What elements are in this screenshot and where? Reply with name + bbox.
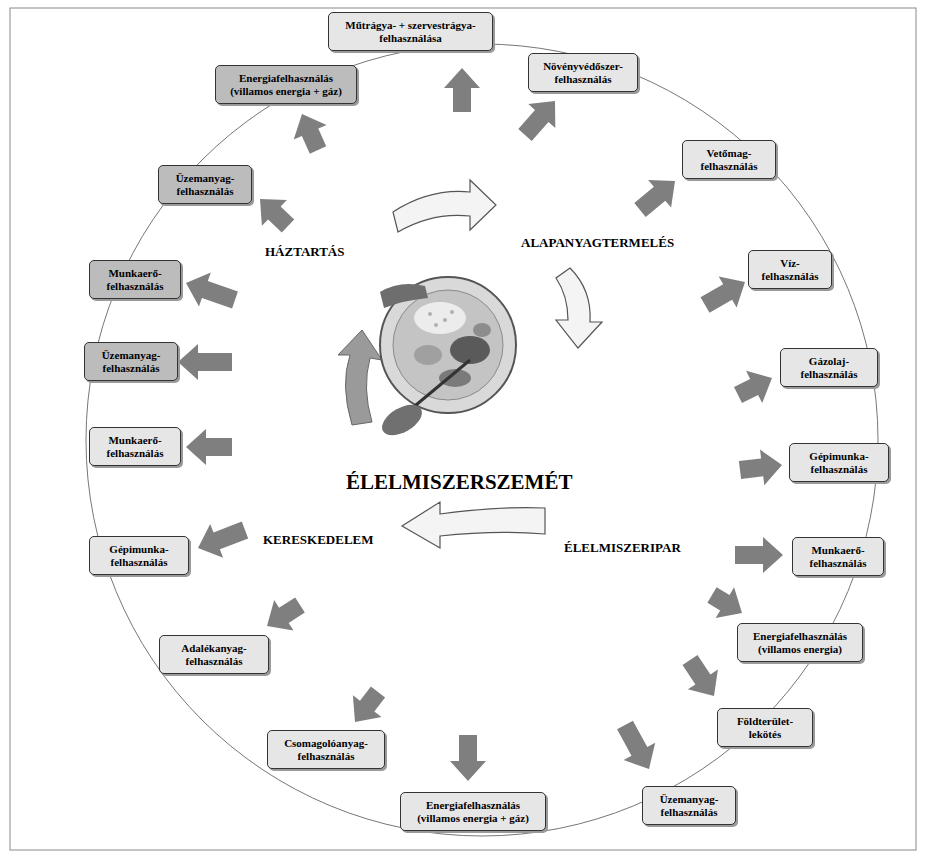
stage-arrow <box>338 330 382 425</box>
process-box: Gépimunka- felhasználás <box>789 443 889 482</box>
frame <box>10 8 916 850</box>
block-arrow <box>617 721 655 769</box>
block-arrow <box>739 450 782 486</box>
box-text: Víz- felhasználás <box>755 257 825 282</box>
stage-label: ÉLELMISZERIPAR <box>564 540 681 556</box>
block-arrow <box>267 597 305 630</box>
process-box: Energiafelhasználás (villamos energia) <box>737 623 863 662</box>
block-arrow <box>450 735 486 781</box>
process-box: Vetőmag- felhasználás <box>682 140 776 179</box>
process-box: Földterület- lekötés <box>717 708 813 747</box>
box-text: Energiafelhasználás (villamos energia + … <box>222 72 350 97</box>
block-arrow <box>186 429 232 465</box>
process-box: Üzemanyag- felhasználás <box>84 342 178 381</box>
box-text: Gépimunka- felhasználás <box>796 450 882 475</box>
box-text: Gázolaj- felhasználás <box>787 355 871 380</box>
process-box: Csomagolóanyag- felhasználás <box>267 730 385 769</box>
stage-arrow <box>556 268 602 348</box>
box-text: Munkaerő- felhasználás <box>799 544 877 569</box>
block-arrow <box>518 101 555 141</box>
box-text: Gépimunka- felhasználás <box>96 543 182 568</box>
block-arrow <box>634 180 675 217</box>
block-arrow <box>734 371 772 403</box>
box-text: Földterület- lekötés <box>724 715 806 740</box>
box-text: Növényvédőszer- felhasználás <box>535 60 631 85</box>
process-box: Növényvédőszer- felhasználás <box>528 53 638 92</box>
process-box: Víz- felhasználás <box>748 250 832 289</box>
block-arrow <box>260 199 294 233</box>
process-box: Munkaerő- felhasználás <box>89 260 181 299</box>
stage-label: HÁZTARTÁS <box>265 244 345 260</box>
box-text: Munkaerő- felhasználás <box>96 267 174 292</box>
process-box: Gépimunka- felhasználás <box>89 536 189 575</box>
stage-label: KERESKEDELEM <box>263 532 374 548</box>
process-box: Üzemanyag- felhasználás <box>158 165 252 204</box>
box-text: Vetőmag- felhasználás <box>689 147 769 172</box>
block-arrow <box>186 273 238 309</box>
block-arrow <box>444 68 480 112</box>
box-text: Műtrágya- + szervestrágya- felhasználása <box>335 19 486 44</box>
box-text: Üzemanyag- felhasználás <box>91 349 171 374</box>
center-title: ÉLELMISZERSZEMÉT <box>346 470 572 495</box>
box-text: Csomagolóanyag- felhasználás <box>274 737 378 762</box>
block-arrow <box>198 522 248 558</box>
block-arrow <box>701 276 746 312</box>
process-box: Adalékanyag- felhasználás <box>159 635 269 674</box>
box-text: Adalékanyag- felhasználás <box>166 642 262 667</box>
process-box: Energiafelhasználás (villamos energia + … <box>215 65 357 104</box>
process-box: Műtrágya- + szervestrágya- felhasználása <box>328 12 493 51</box>
cycle-circle <box>86 44 878 836</box>
block-arrow <box>735 537 783 573</box>
block-arrow <box>294 114 327 154</box>
block-arrow <box>178 344 232 380</box>
box-text: Energiafelhasználás (villamos energia) <box>744 630 856 655</box>
process-box: Energiafelhasználás (villamos energia + … <box>400 792 546 831</box>
stage-arrow <box>393 180 496 232</box>
box-text: Munkaerő- felhasználás <box>96 434 174 459</box>
box-text: Üzemanyag- felhasználás <box>649 793 729 818</box>
plate-illustration <box>377 277 516 441</box>
block-arrow <box>683 655 718 696</box>
block-arrow <box>353 687 385 723</box>
process-box: Gázolaj- felhasználás <box>780 348 878 387</box>
process-box: Üzemanyag- felhasználás <box>642 786 736 825</box>
block-arrow <box>707 587 742 618</box>
stage-arrow <box>402 502 545 548</box>
box-text: Energiafelhasználás (villamos energia + … <box>407 799 539 824</box>
process-box: Munkaerő- felhasználás <box>792 537 884 576</box>
process-box: Munkaerő- felhasználás <box>89 427 181 466</box>
box-text: Üzemanyag- felhasználás <box>165 172 245 197</box>
stage-label: ALAPANYAGTERMELÉS <box>521 235 674 251</box>
